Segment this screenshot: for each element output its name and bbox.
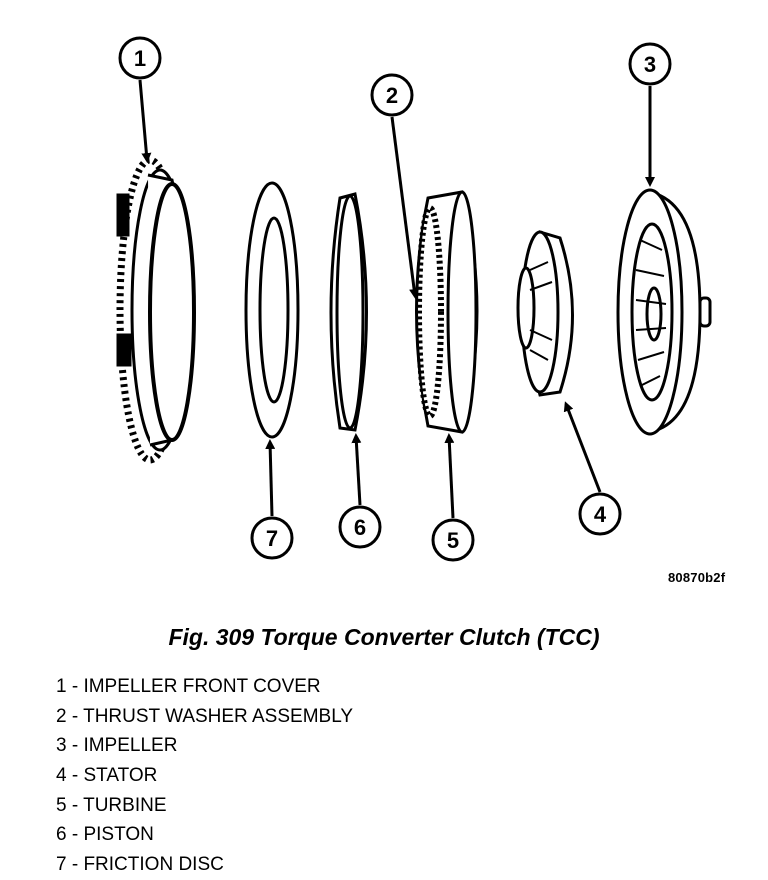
impeller-part — [616, 188, 712, 436]
callout-6: 6 — [338, 433, 382, 549]
legend-item: 4 - STATOR — [56, 765, 158, 787]
friction-disc-part — [244, 181, 300, 439]
parts-legend: 1 - IMPELLER FRONT COVER 2 - THRUST WASH… — [56, 672, 353, 880]
callout-1: 1 — [118, 36, 162, 163]
turbine-part — [415, 190, 479, 434]
legend-item: 1 - IMPELLER FRONT COVER — [56, 676, 321, 697]
svg-text:3: 3 — [644, 52, 656, 77]
legend-item: 7 - FRICTION DISC — [56, 854, 224, 876]
callout-2: 2 — [370, 73, 420, 299]
legend-item: 6 - PISTON — [56, 824, 154, 846]
svg-text:2: 2 — [386, 83, 398, 108]
callout-4: 4 — [563, 401, 622, 536]
legend-item: 2 - THRUST WASHER ASSEMBLY — [56, 705, 354, 727]
svg-text:7: 7 — [266, 526, 278, 551]
piston-part — [329, 192, 368, 432]
callout-3: 3 — [628, 42, 672, 187]
svg-text:1: 1 — [134, 46, 146, 71]
legend-item: 5 - TURBINE — [56, 794, 167, 816]
stator-part — [516, 230, 574, 397]
impeller-front-cover-part — [116, 156, 196, 464]
figure-code: 80870b2f — [668, 570, 726, 585]
exploded-view-diagram: 1 2 3 4 5 6 7 — [116, 36, 712, 562]
svg-text:6: 6 — [354, 515, 366, 540]
callout-7: 7 — [250, 439, 294, 560]
figure-caption: Fig. 309 Torque Converter Clutch (TCC) — [168, 624, 600, 650]
callout-5: 5 — [431, 433, 475, 562]
svg-text:5: 5 — [447, 528, 459, 553]
legend-item: 3 - IMPELLER — [56, 735, 178, 757]
svg-text:4: 4 — [594, 502, 607, 527]
